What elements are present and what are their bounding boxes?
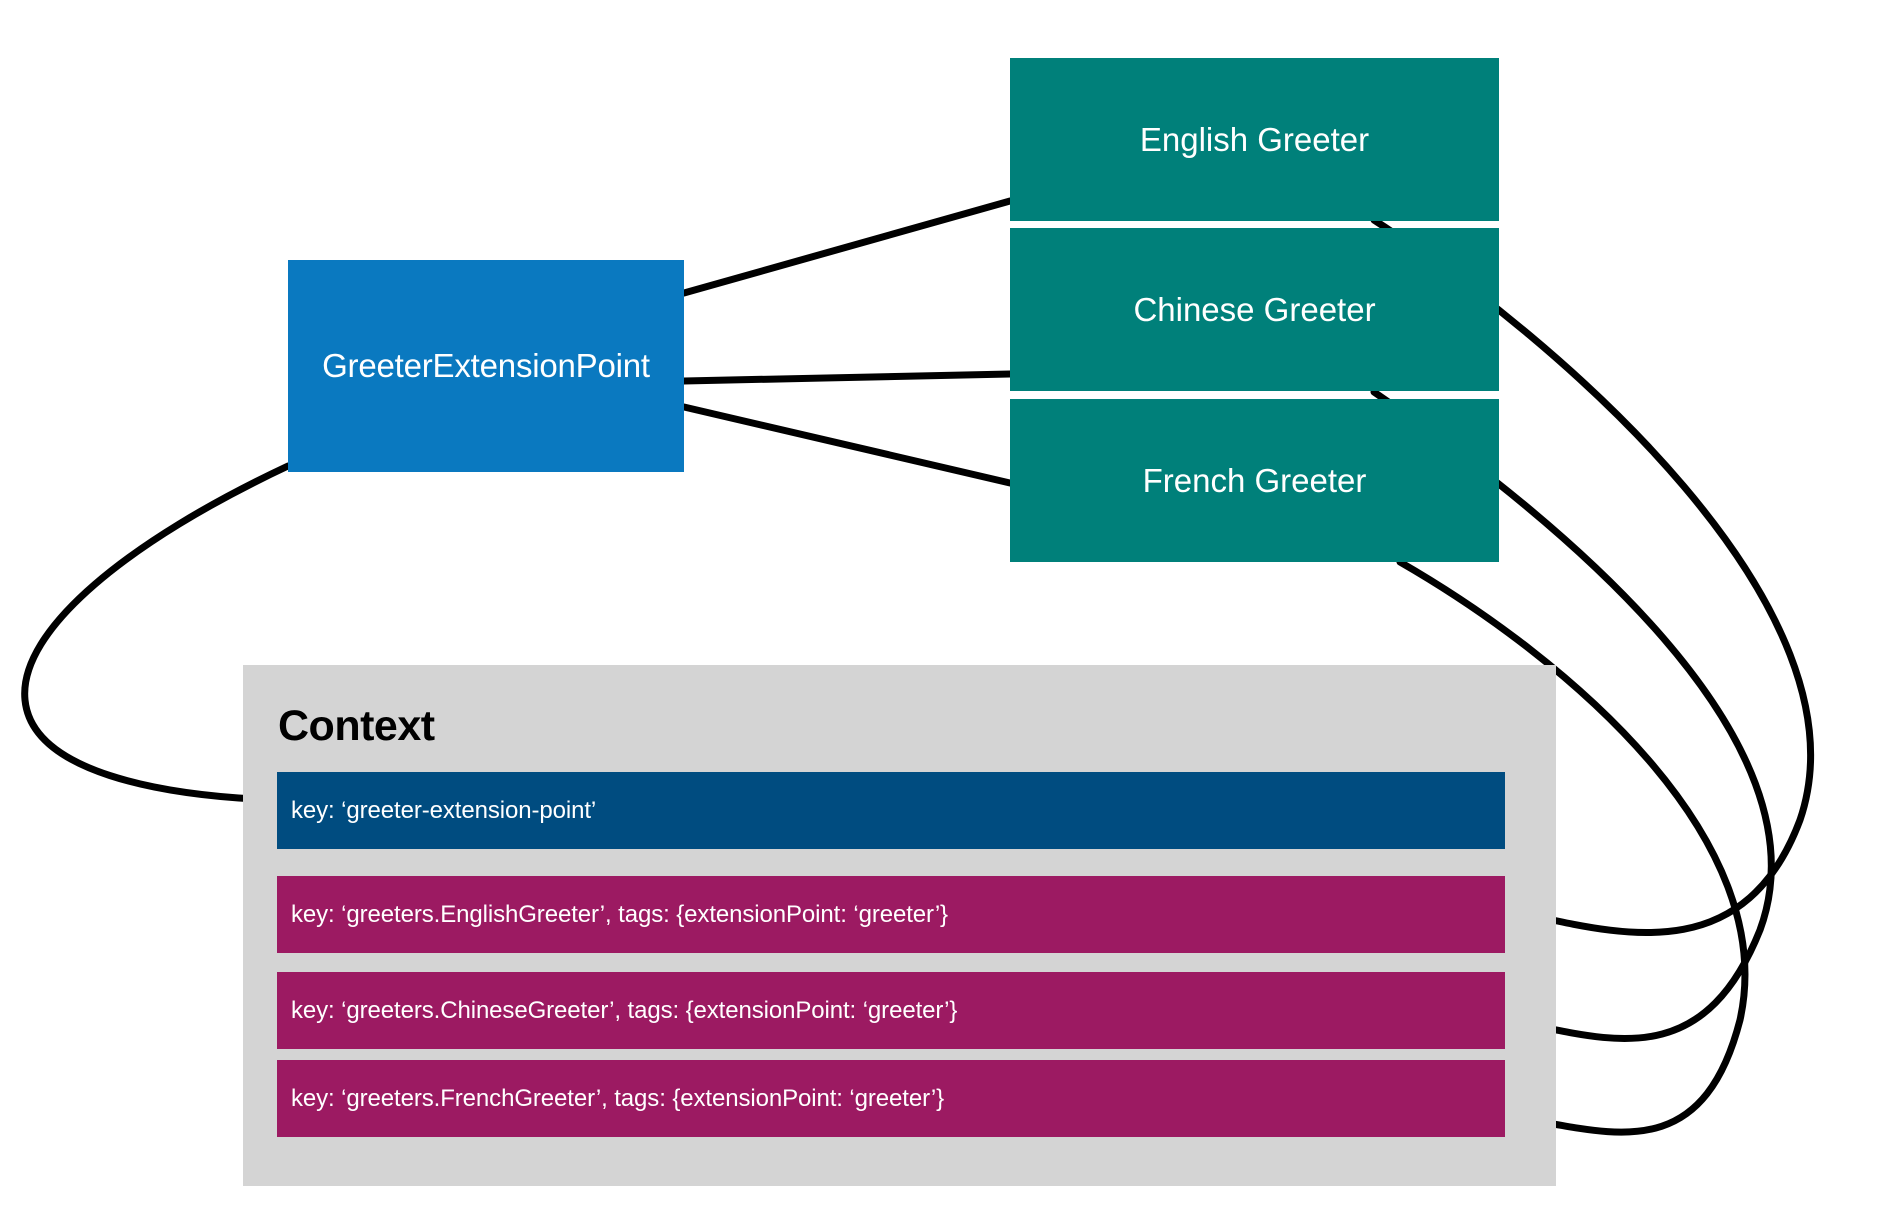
node-greeter-extension-point[interactable]: GreeterExtensionPoint <box>288 260 684 472</box>
context-entry-text: key: ‘greeters.FrenchGreeter’, tags: {ex… <box>291 1084 945 1112</box>
node-label: French Greeter <box>1142 461 1367 499</box>
edge-extension-point-to-french-greeter <box>680 403 1014 487</box>
edge-extension-point-to-chinese-greeter <box>680 370 1014 385</box>
node-french-greeter[interactable]: French Greeter <box>1010 399 1499 562</box>
node-label: GreeterExtensionPoint <box>322 347 650 384</box>
edge-extension-point-to-english-greeter <box>680 197 1014 297</box>
node-label: English Greeter <box>1139 120 1370 158</box>
context-entry-text: key: ‘greeters.ChineseGreeter’, tags: {e… <box>291 996 958 1024</box>
node-english-greeter[interactable]: English Greeter <box>1010 58 1499 221</box>
context-entry-chinese-greeter[interactable]: key: ‘greeters.ChineseGreeter’, tags: {e… <box>277 972 1505 1049</box>
context-entry-french-greeter[interactable]: key: ‘greeters.FrenchGreeter’, tags: {ex… <box>277 1060 1505 1137</box>
context-panel: Context key: ‘greeter-extension-point’ k… <box>243 665 1556 1186</box>
context-entry-text: key: ‘greeter-extension-point’ <box>291 796 597 824</box>
node-label: Chinese Greeter <box>1133 290 1376 328</box>
context-entry-english-greeter[interactable]: key: ‘greeters.EnglishGreeter’, tags: {e… <box>277 876 1505 953</box>
context-panel-title: Context <box>278 702 435 750</box>
node-chinese-greeter[interactable]: Chinese Greeter <box>1010 228 1499 391</box>
context-entry-text: key: ‘greeters.EnglishGreeter’, tags: {e… <box>291 900 948 928</box>
context-entry-extension-point-key[interactable]: key: ‘greeter-extension-point’ <box>277 772 1505 849</box>
